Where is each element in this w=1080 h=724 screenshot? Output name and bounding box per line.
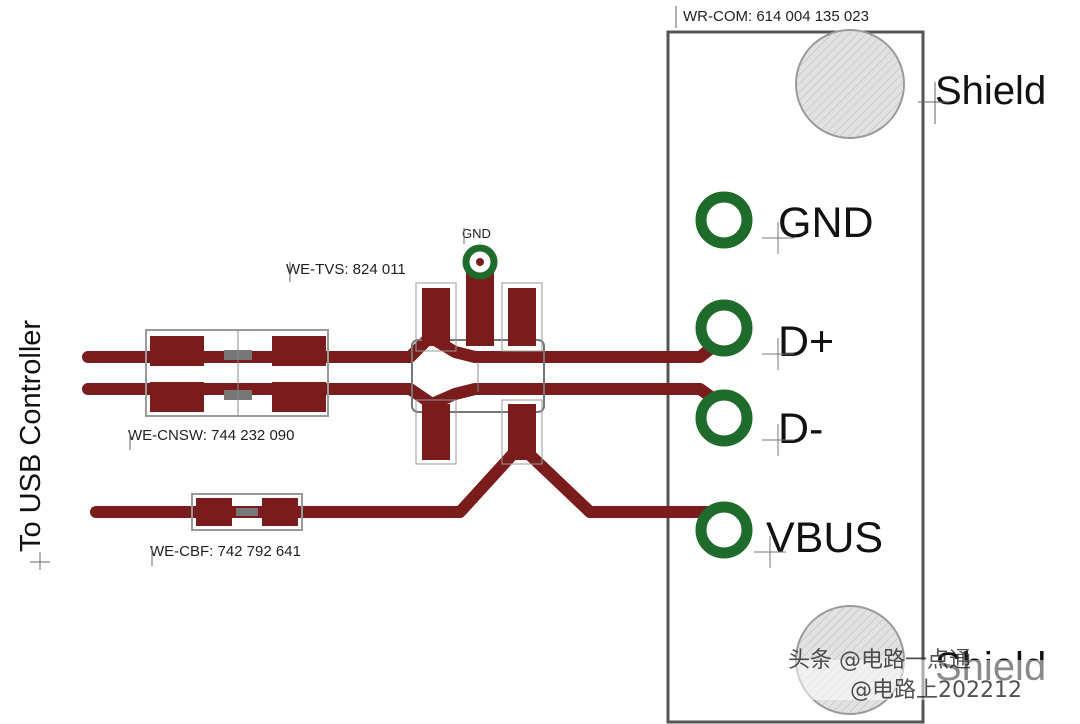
trace-dplus [82,331,720,363]
svg-text:头条 @电路一点通: 头条 @电路一点通 [788,648,971,673]
pin-dplus [695,299,753,357]
shield-pad-top [795,29,905,139]
gnd-via [462,244,498,280]
cbf-part-label: WE-CBF: 742 792 641 [150,543,301,560]
usb-connector-outline [666,30,925,724]
pin-dminus [695,389,753,447]
pin-label-shield-top: Shield [935,69,1046,113]
pin-label-gnd: GND [778,199,874,247]
cbf-component [191,493,303,531]
tvs-part-label: WE-TVS: 824 011 [286,261,406,278]
pin-gnd [695,191,753,249]
pin-label-dplus: D+ [778,318,834,366]
trace-vbus [90,444,716,518]
gnd-via-label: GND [462,226,491,241]
connector-part-label: WR-COM: 614 004 135 023 [683,8,869,25]
tvs-component [411,270,545,465]
to-usb-controller-label: To USB Controller [15,320,47,552]
cnsw-component [145,329,329,417]
cnsw-part-label: WE-CNSW: 744 232 090 [128,427,294,444]
watermark: 头条 @电路一点通 @电路上202212 [780,648,1070,703]
svg-text:@电路上202212: @电路上202212 [850,678,1022,703]
pin-marker-crosses [754,222,794,568]
pin-label-dminus: D- [778,405,823,453]
trace-dminus [82,383,724,410]
pin-label-vbus: VBUS [766,514,883,562]
pin-vbus [695,501,753,559]
